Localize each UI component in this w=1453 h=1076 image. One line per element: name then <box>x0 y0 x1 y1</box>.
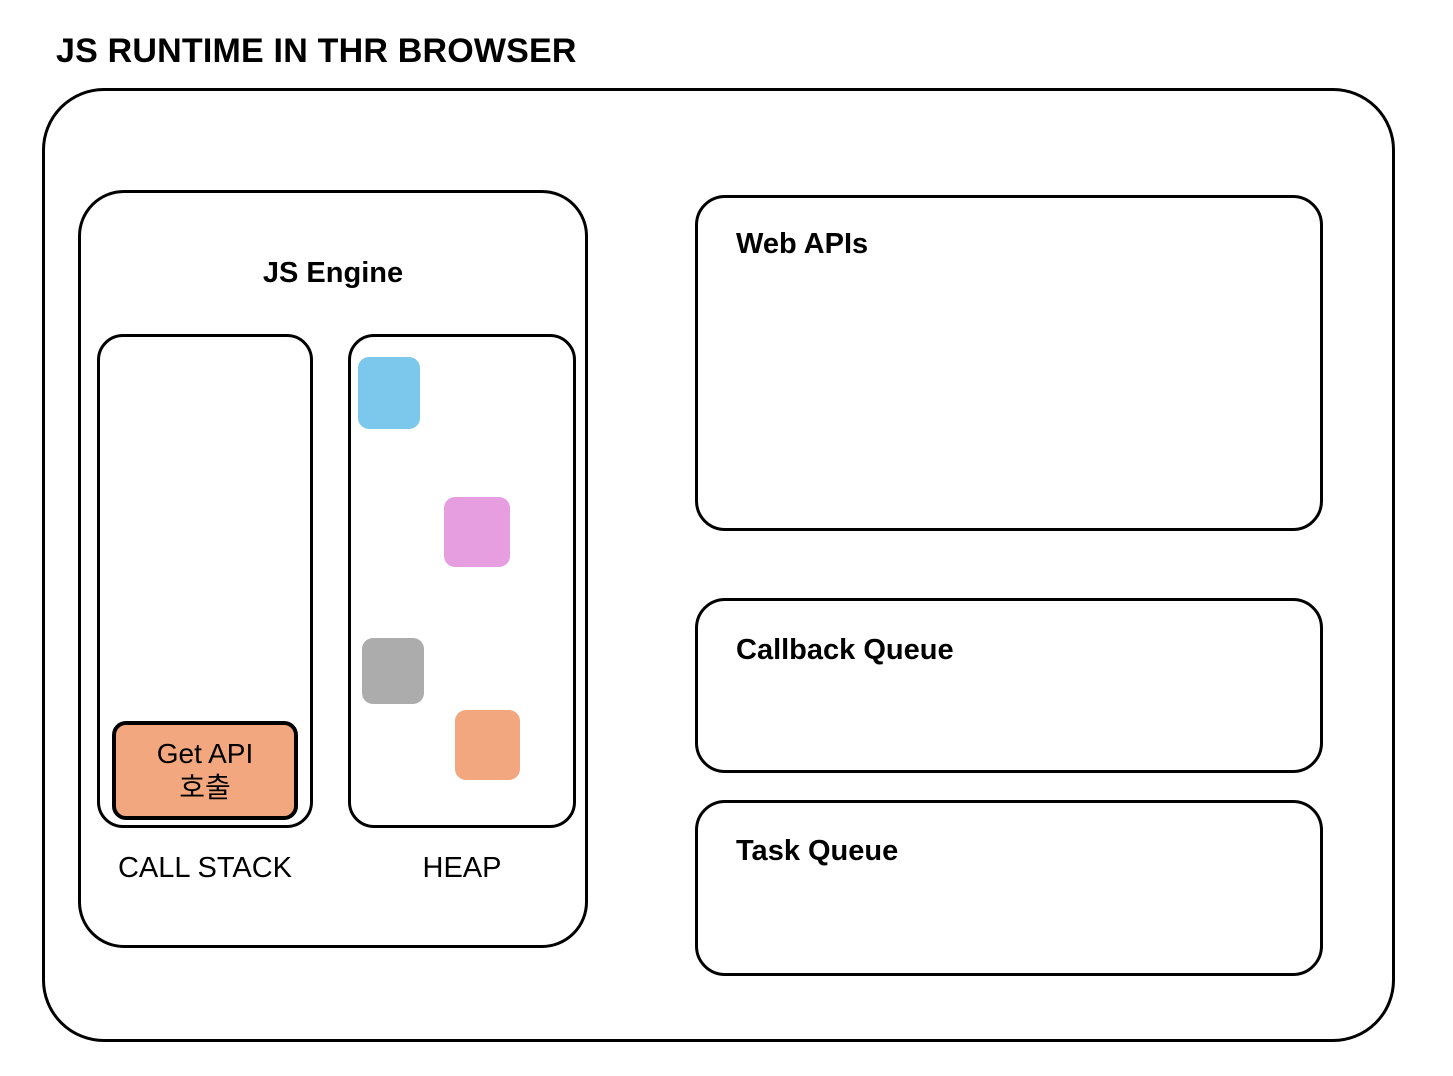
call-stack-label: CALL STACK <box>117 852 293 884</box>
page-title: JS RUNTIME IN THR BROWSER <box>56 32 577 70</box>
js-engine-title: JS Engine <box>262 257 404 289</box>
task-queue-title: Task Queue <box>736 835 899 867</box>
heap-memory-block-pink <box>444 497 510 567</box>
callback-queue-container <box>695 598 1323 773</box>
call-stack-frame-line1: Get API <box>156 738 254 770</box>
heap-memory-block-gray <box>362 638 424 704</box>
web-apis-title: Web APIs <box>736 228 869 260</box>
call-stack-frame-get-api[interactable]: Get API 호출 <box>112 721 298 820</box>
callback-queue-title: Callback Queue <box>736 634 954 666</box>
call-stack-frame-line2: 호출 <box>179 771 231 803</box>
task-queue-container <box>695 800 1323 976</box>
heap-memory-block-orange <box>455 710 520 780</box>
heap-memory-block-blue <box>358 357 420 429</box>
web-apis-container <box>695 195 1323 531</box>
heap-label: HEAP <box>422 852 502 884</box>
